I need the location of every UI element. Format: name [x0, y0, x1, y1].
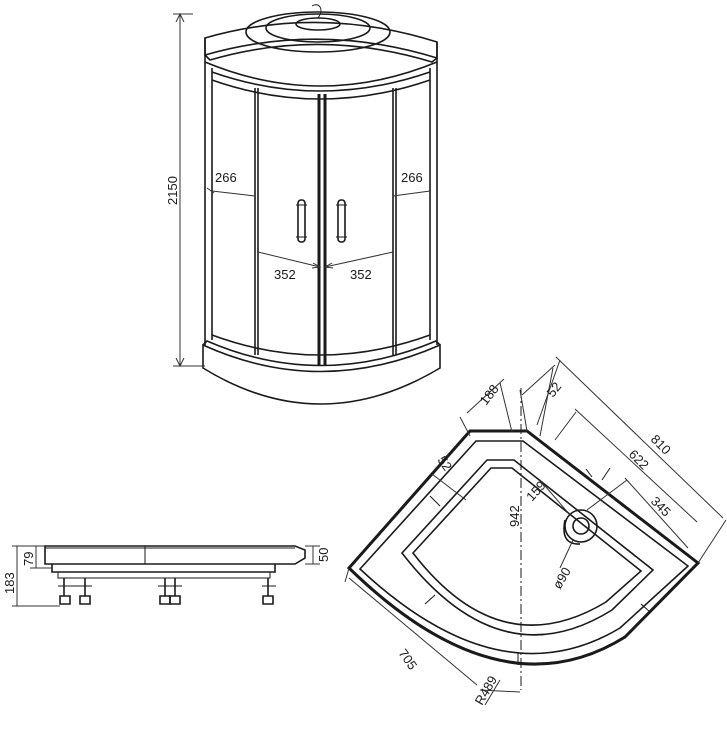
cabin-height-dimension: 2150: [165, 12, 205, 368]
door-left-label: 352: [274, 267, 296, 282]
tray-offset-label: 188: [477, 382, 502, 408]
diagonal-label: 810: [648, 432, 674, 458]
tray-height-label: 79: [21, 552, 36, 566]
rim-left-label: 52: [435, 453, 456, 473]
total-height-label: 183: [2, 572, 17, 594]
shower-cabin-front-view: [202, 4, 441, 405]
tray-side-label: 705: [396, 646, 421, 672]
side-panel-left-label: 266: [215, 170, 237, 185]
side-panel-dimensions: 266 266: [206, 170, 431, 197]
drain-offset-label: 159: [523, 478, 549, 504]
rim-height-label: 50: [316, 548, 331, 562]
depth-label: 942: [507, 505, 522, 527]
door-dimensions: 352 352: [257, 251, 394, 282]
tray-top-view: [346, 388, 701, 690]
cabin-height-label: 2150: [165, 176, 180, 205]
inner-diagonal-label: 622: [626, 447, 652, 473]
tray-top-dimensions: 188 52 810 622 345 52 159 942 ø90 705 R4…: [344, 356, 727, 708]
door-right-label: 352: [350, 267, 372, 282]
tray-side-view: 183 79 50: [2, 545, 331, 607]
drain-diameter-label: ø90: [550, 565, 574, 592]
side-panel-right-label: 266: [401, 170, 423, 185]
